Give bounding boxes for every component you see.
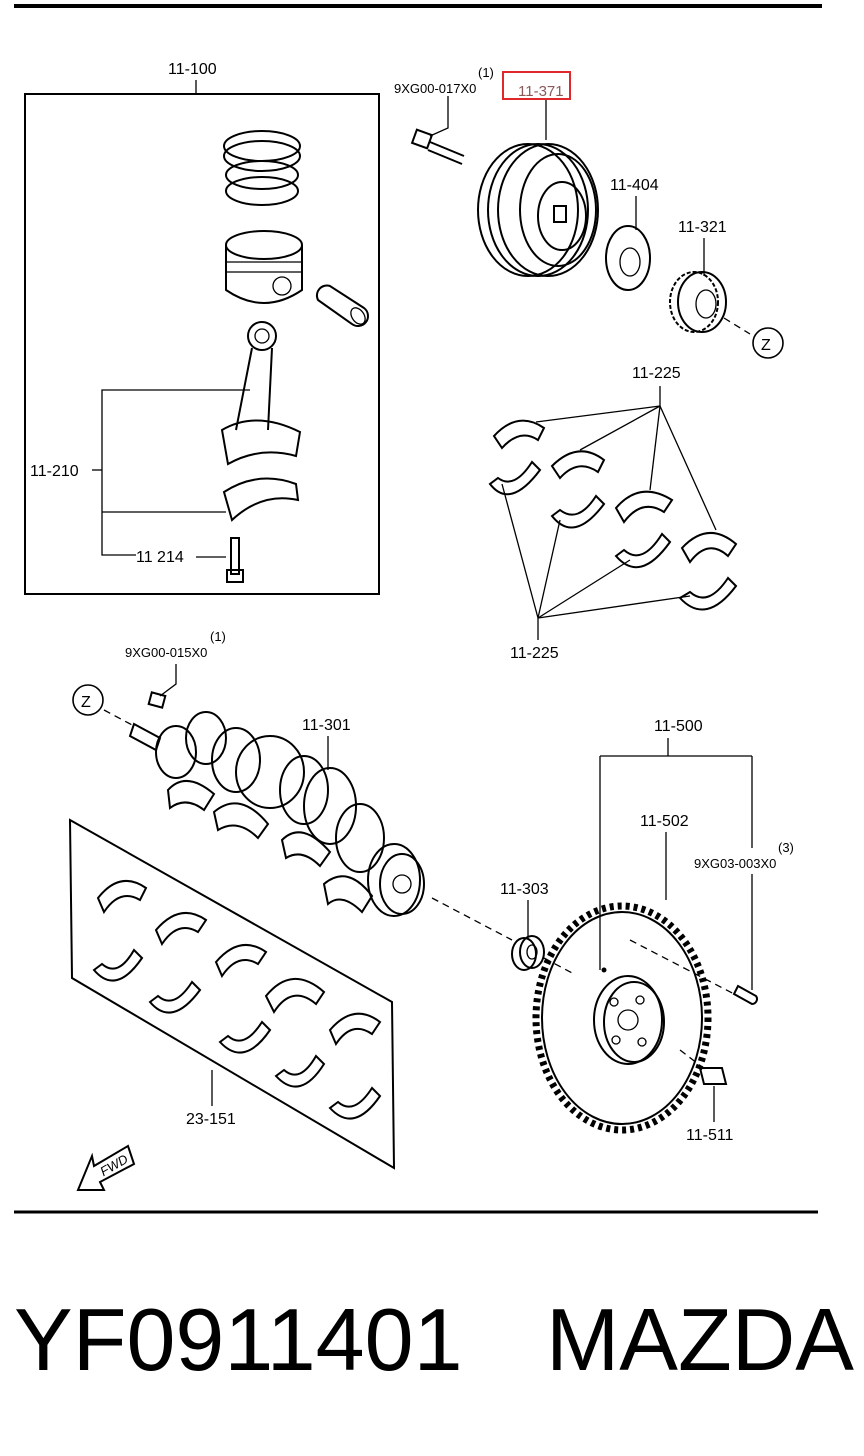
label-ring-gear: 11-502 <box>640 813 689 830</box>
label-main-bearing-set: 23-151 <box>186 1111 236 1128</box>
label-piston-assy: 11-100 <box>168 61 217 78</box>
piston-rings <box>223 130 301 206</box>
label-bearing-bottom: 11-225 <box>510 645 559 662</box>
label-pilot-bearing: 11-303 <box>500 881 549 898</box>
highlight-box <box>502 71 571 100</box>
label-z-left: Z <box>81 694 91 711</box>
main-bearing-shells <box>92 879 382 1120</box>
label-flywheel-assy: 11-500 <box>654 718 703 735</box>
label-plug-part: 9XG00-015X0 <box>125 645 207 660</box>
flywheel <box>532 902 712 1134</box>
crankshaft <box>128 711 425 917</box>
label-flywheel-bolt: 11-511 <box>686 1127 734 1144</box>
piston <box>225 230 303 304</box>
label-crankshaft: 11-301 <box>302 717 351 734</box>
crank-plug <box>147 691 167 709</box>
label-plug-qty: (1) <box>210 629 226 644</box>
label-pulley-key: 11-404 <box>610 177 659 194</box>
piston-assembly-box <box>24 93 380 595</box>
crank-pulley <box>477 100 599 277</box>
z-marker-left <box>72 684 104 716</box>
label-timing-gear: 11-321 <box>678 219 727 236</box>
footer: YF0911401 MAZDA <box>14 1290 854 1390</box>
label-rod-bolt: 11 214 <box>136 549 184 566</box>
dowel-pin <box>732 984 758 1006</box>
bearing-leaders <box>501 386 717 640</box>
flywheel-bolt <box>679 1049 728 1122</box>
pulley-bolt <box>410 96 465 165</box>
rod-bolt <box>226 537 244 583</box>
pulley-spacer <box>605 225 651 291</box>
timing-gear <box>669 271 727 333</box>
z-marker-top <box>752 327 784 359</box>
label-pin-qty: (3) <box>778 840 794 855</box>
footer-part-number: YF0911401 <box>14 1290 463 1389</box>
label-bearing-top: 11-225 <box>632 365 681 382</box>
bearing-shells-upper <box>488 419 738 611</box>
label-pulley-highlight: 11-371 <box>518 83 564 100</box>
label-bolt-top-qty: (1) <box>478 65 494 80</box>
label-con-rod: 11-210 <box>30 463 79 480</box>
fwd-arrow-icon: FWD <box>76 1144 136 1191</box>
piston-pin <box>315 284 369 327</box>
pilot-bearing <box>511 935 545 971</box>
label-pin-part: 9XG03-003X0 <box>694 856 776 871</box>
label-z-top: Z <box>761 337 771 354</box>
connecting-rod <box>220 321 302 522</box>
main-bearing-box <box>68 818 396 1170</box>
footer-brand: MAZDA <box>546 1290 854 1389</box>
label-bolt-top-part: 9XG00-017X0 <box>394 81 476 96</box>
